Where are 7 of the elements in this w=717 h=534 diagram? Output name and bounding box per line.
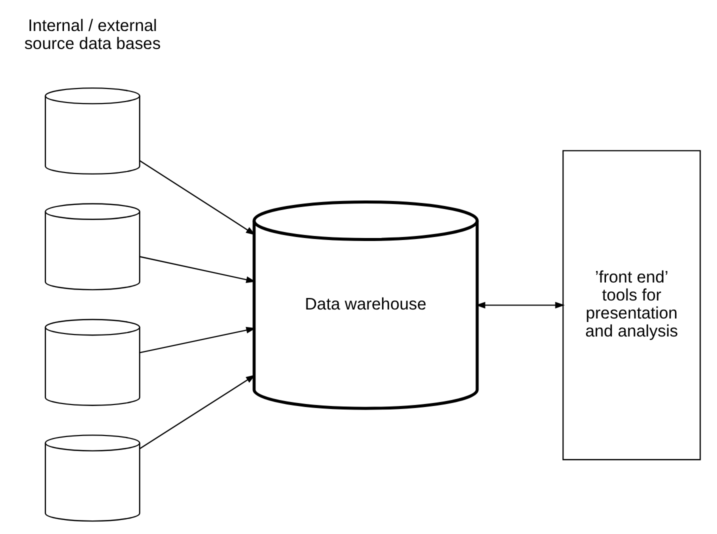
node-box: ’front end’ tools for presentation and analysis [562,150,701,460]
arrow [476,302,565,309]
arrow [139,374,256,450]
arrow [140,256,256,283]
label: Internal / external source data bases [24,16,161,53]
arrow [140,326,256,354]
arrow [139,160,256,236]
